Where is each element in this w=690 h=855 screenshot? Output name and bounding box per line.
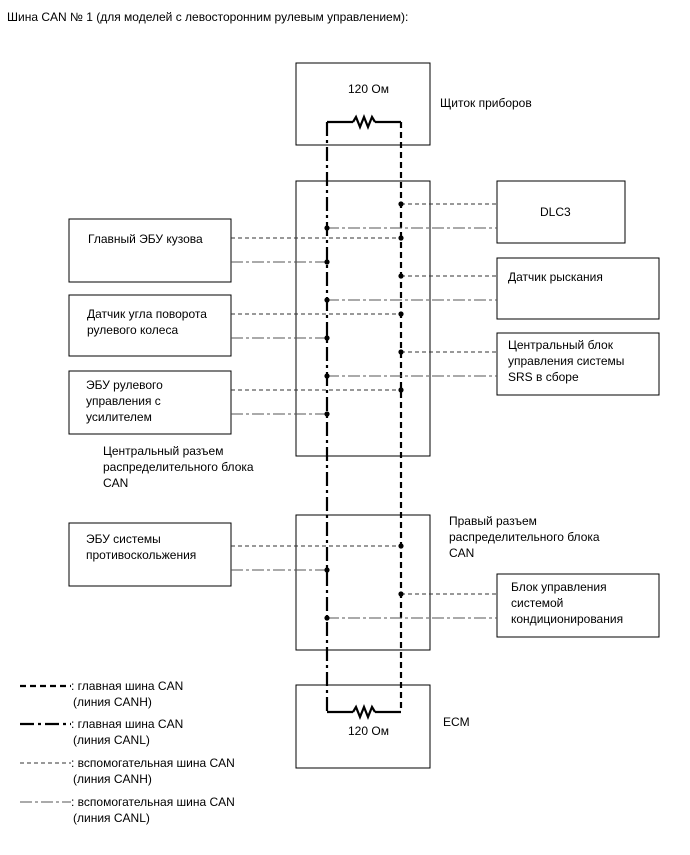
skid-ecu-box <box>68 522 232 587</box>
diagram-title: Шина CAN № 1 (для моделей с левосторонни… <box>7 10 408 24</box>
ecm-resistor-label: 120 Ом <box>348 724 389 738</box>
junction-dot <box>398 201 404 207</box>
ac-ecu-box <box>496 573 660 638</box>
meter-resistor-label: 120 Ом <box>348 82 389 96</box>
dlc3-box <box>496 180 626 244</box>
legend-label: : главная шина CAN <box>71 679 183 693</box>
main-bus <box>325 114 403 720</box>
central-junction-box <box>295 180 431 457</box>
legend-sublabel: (линия CANL) <box>73 733 150 747</box>
right-junction-box <box>295 514 431 651</box>
skid-ecu-label-line: противоскольжения <box>86 548 196 562</box>
legend-sublabel: (линия CANH) <box>73 772 152 786</box>
ecm-label: ECM <box>443 715 470 729</box>
central-junction-label-line: Центральный разъем <box>103 444 223 458</box>
junction-dots <box>324 201 404 621</box>
junction-dot <box>398 349 404 355</box>
legend-sublabel: (линия CANL) <box>73 811 150 825</box>
junction-dot <box>398 543 404 549</box>
ac-ecu-label-line: системой <box>511 596 563 610</box>
junction-dot <box>324 373 330 379</box>
legend-item-main-canl: : главная шина CAN (линия CANL) <box>20 717 183 747</box>
legend-label: : вспомогательная шина CAN <box>71 756 235 770</box>
junction-dot <box>324 297 330 303</box>
right-junction-label-line: распределительного блока <box>449 530 600 544</box>
skid-ecu-label-line: ЭБУ системы <box>86 532 161 546</box>
junction-dot <box>398 387 404 393</box>
legend-label: : вспомогательная шина CAN <box>71 795 235 809</box>
body-ecu-box <box>68 218 232 283</box>
junction-dot <box>398 311 404 317</box>
legend-sublabel: (линия CANH) <box>73 695 152 709</box>
junction-dot <box>398 235 404 241</box>
junction-dot <box>398 273 404 279</box>
yaw-sensor-label: Датчик рыскания <box>508 270 603 284</box>
legend-item-sub-canl: : вспомогательная шина CAN (линия CANL) <box>20 795 235 825</box>
right-junction-label-line: Правый разъем <box>449 514 537 528</box>
steering-sensor-label-line: Датчик угла поворота <box>87 307 207 321</box>
airbag-ecu-label-line: SRS в сборе <box>508 370 579 384</box>
legend-item-sub-canh: : вспомогательная шина CAN (линия CANH) <box>20 756 235 786</box>
yaw-sensor-box <box>496 257 660 320</box>
steering-sensor-label-line: рулевого колеса <box>87 323 178 337</box>
meter-box <box>295 62 431 146</box>
central-junction-label: Центральный разъем распределительного бл… <box>103 444 254 490</box>
sub-bus-lines <box>231 203 497 619</box>
steering-sensor-box <box>68 294 232 357</box>
junction-dot <box>398 591 404 597</box>
junction-dot <box>324 615 330 621</box>
eps-ecu-label-line: усилителем <box>86 410 152 424</box>
airbag-ecu-box <box>496 332 660 396</box>
resistor-bottom-symbol <box>352 704 376 720</box>
eps-ecu-label-line: управления с <box>86 394 161 408</box>
eps-ecu-label-line: ЭБУ рулевого <box>86 378 163 392</box>
ecm-box <box>295 684 431 769</box>
airbag-ecu-label-line: Центральный блок <box>508 338 614 352</box>
dlc3-label: DLC3 <box>540 205 571 219</box>
right-junction-label-line: CAN <box>449 546 474 560</box>
meter-label: Щиток приборов <box>440 96 532 110</box>
resistor-top-symbol <box>352 114 376 130</box>
eps-ecu-box <box>68 370 232 435</box>
junction-dot <box>324 411 330 417</box>
central-junction-label-line: распределительного блока <box>103 460 254 474</box>
legend: : главная шина CAN (линия CANH) : главна… <box>20 679 235 825</box>
junction-dot <box>324 259 330 265</box>
legend-item-main-canh: : главная шина CAN (линия CANH) <box>20 679 183 709</box>
airbag-ecu-label-line: управления системы <box>508 354 624 368</box>
junction-dot <box>324 225 330 231</box>
body-ecu-label: Главный ЭБУ кузова <box>88 232 203 246</box>
ac-ecu-label-line: Блок управления <box>511 580 607 594</box>
ac-ecu-label-line: кондиционирования <box>511 612 623 626</box>
junction-dot <box>324 567 330 573</box>
legend-label: : главная шина CAN <box>71 717 183 731</box>
right-junction-label: Правый разъем распределительного блока C… <box>449 514 600 560</box>
central-junction-label-line: CAN <box>103 476 128 490</box>
junction-dot <box>324 335 330 341</box>
